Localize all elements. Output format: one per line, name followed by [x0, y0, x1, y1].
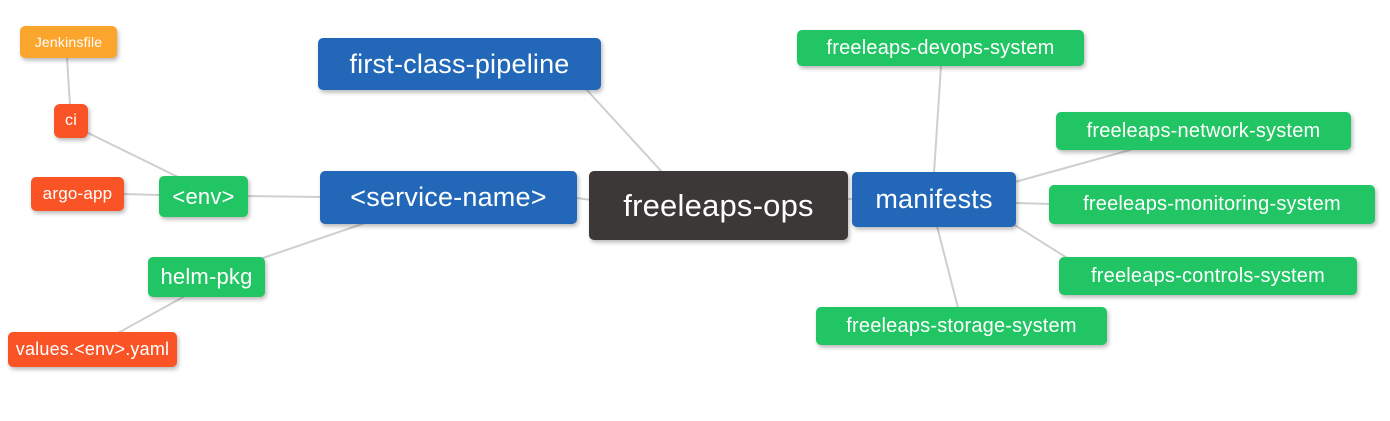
node-controls-system[interactable]: freeleaps-controls-system [1059, 257, 1357, 295]
node-ci[interactable]: ci [54, 104, 88, 138]
edge-manifests-monitoring [1014, 202, 1052, 205]
node-values-env-yaml[interactable]: values.<env>.yaml [8, 332, 177, 367]
edge-manifests-storage [936, 225, 959, 309]
edge-helm-pkg-service-name [259, 221, 369, 260]
node-service-name[interactable]: <service-name> [320, 171, 577, 224]
node-first-class-pipeline[interactable]: first-class-pipeline [318, 38, 601, 90]
node-manifests[interactable]: manifests [852, 172, 1016, 227]
edge-ci-env [81, 129, 181, 179]
edge-devops-manifests [933, 65, 942, 174]
node-storage-system[interactable]: freeleaps-storage-system [816, 307, 1107, 345]
node-argo-app[interactable]: argo-app [31, 177, 124, 211]
edge-manifests-network [1014, 149, 1131, 183]
node-devops-system[interactable]: freeleaps-devops-system [797, 30, 1084, 66]
node-monitoring-system[interactable]: freeleaps-monitoring-system [1049, 185, 1375, 224]
edge-manifests-controls [1012, 223, 1073, 262]
node-helm-pkg[interactable]: helm-pkg [148, 257, 265, 297]
node-network-system[interactable]: freeleaps-network-system [1056, 112, 1351, 150]
edge-jenkinsfile-ci [66, 57, 71, 106]
edge-values-helm-pkg [117, 295, 186, 334]
edge-argo-app-env [122, 193, 162, 196]
edge-pipeline-ops [585, 88, 663, 173]
node-env[interactable]: <env> [159, 176, 248, 217]
edge-env-service-name [246, 195, 323, 198]
node-freeleaps-ops[interactable]: freeleaps-ops [589, 171, 848, 240]
node-jenkinsfile[interactable]: Jenkinsfile [20, 26, 117, 58]
